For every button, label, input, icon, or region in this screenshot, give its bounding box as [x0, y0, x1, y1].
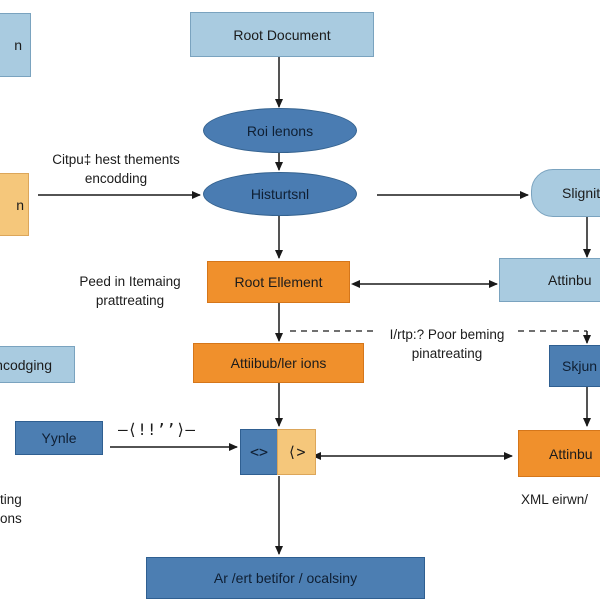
skjun-label: Skjun: [562, 358, 598, 374]
bottom-box-label: Ar /ert betifor / ocalsiny: [213, 570, 358, 586]
root-element-box: Root Ellement: [207, 261, 350, 303]
tag-right-icon: ⟨>: [287, 443, 306, 461]
tag-right-box: ⟨>: [277, 429, 316, 475]
yynle-label: Yynle: [41, 430, 77, 446]
histurtsnl-label: Histurtsnl: [250, 186, 310, 202]
left-cut-annotation: ting ons: [0, 490, 22, 528]
citpu-line1: Citpu‡ hest thements: [52, 152, 180, 167]
bottom-box: Ar /ert betifor / ocalsiny: [146, 557, 425, 599]
left-orange-cut-box: n: [0, 173, 29, 236]
left-cut-line1: ting: [0, 492, 22, 507]
yynle-box: Yynle: [15, 421, 103, 455]
peed-line1: Peed in Itemaing: [79, 274, 181, 289]
root-element-label: Root Ellement: [234, 274, 323, 290]
xml-annotation: XML eirwn/: [521, 490, 588, 509]
attributions-label: Attiibub/ler ions: [230, 355, 327, 371]
ihttp-line2: pinatreating: [411, 346, 483, 361]
attributions-box: Attiibub/ler ions: [193, 343, 364, 383]
symbol-annotation: –⟨!!’’⟩–: [118, 420, 195, 439]
left-encoding-cut-box: ncodging: [0, 346, 75, 383]
attribu-bottom-right-box: Attinbu: [518, 430, 600, 477]
histurtsnl-ellipse: Histurtsnl: [203, 172, 357, 216]
ihttp-annotation: I/rtp:? Poor beming pinatreating: [372, 325, 522, 363]
left-top-cut-box: n: [0, 13, 31, 77]
slignit-label: Slignit: [562, 185, 600, 201]
citpu-annotation: Citpu‡ hest thements encodding: [36, 150, 196, 188]
attribu-right-label: Attinbu: [548, 272, 592, 288]
roi-lenons-label: Roi lenons: [246, 122, 314, 139]
peed-annotation: Peed in Itemaing prattreating: [60, 272, 200, 310]
ihttp-line1: I/rtp:? Poor beming: [389, 327, 505, 342]
tag-left-box: <>: [240, 429, 278, 475]
roi-lenons-ellipse: Roi lenons: [203, 108, 357, 153]
citpu-line2: encodding: [84, 171, 148, 186]
root-document-label: Root Document: [233, 26, 331, 43]
left-orange-cut-label: n: [16, 196, 24, 213]
left-encoding-cut-label: ncodging: [0, 356, 52, 373]
skjun-box: Skjun: [549, 345, 600, 387]
left-top-cut-label: n: [14, 37, 22, 53]
slignit-pill: Slignit: [531, 169, 600, 217]
root-document-box: Root Document: [190, 12, 374, 57]
tag-left-icon: <>: [249, 443, 269, 461]
left-cut-line2: ons: [0, 511, 22, 526]
attribu-right-box: Attinbu: [499, 258, 600, 302]
xml-text: XML eirwn/: [521, 492, 589, 507]
symbol-text: –⟨!!’’⟩–: [118, 420, 196, 439]
attribu-bottom-right-label: Attinbu: [549, 445, 593, 462]
peed-line2: prattreating: [95, 293, 165, 308]
